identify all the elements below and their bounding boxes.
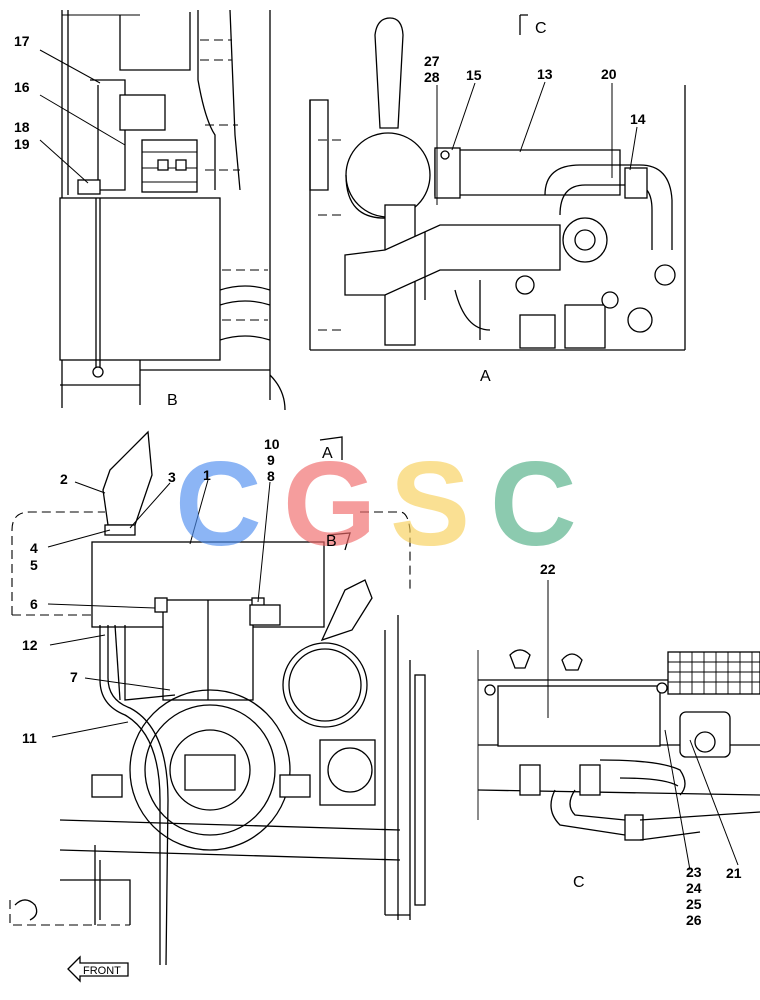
section-marker-a: A — [322, 445, 333, 462]
view-label-b: B — [167, 392, 178, 409]
view-label-a: A — [480, 368, 491, 385]
view-b-detail — [39, 9, 286, 411]
callout-16: 16 — [14, 79, 30, 95]
callout-4: 4 — [30, 540, 38, 556]
callout-17: 17 — [14, 33, 30, 49]
callout-14: 14 — [630, 111, 646, 127]
watermark-letter-3: S — [390, 437, 470, 571]
callout-21: 21 — [726, 865, 742, 881]
callout-23: 23 — [686, 864, 702, 880]
callout-10: 10 — [264, 436, 280, 452]
view-label-c: C — [573, 874, 585, 891]
callout-28: 28 — [424, 69, 440, 85]
callout-22: 22 — [540, 561, 556, 577]
callout-18: 18 — [14, 119, 30, 135]
callout-13: 13 — [537, 66, 553, 82]
section-marker-b: B — [326, 533, 337, 550]
callout-15: 15 — [466, 67, 482, 83]
front-direction-label: FRONT — [83, 965, 121, 977]
callout-7: 7 — [70, 669, 78, 685]
callout-1: 1 — [203, 467, 211, 483]
callout-9: 9 — [267, 452, 275, 468]
callout-8: 8 — [267, 468, 275, 484]
callout-24: 24 — [686, 880, 702, 896]
callout-3: 3 — [168, 469, 176, 485]
callout-6: 6 — [30, 596, 38, 612]
watermark-letter-2: G — [283, 437, 376, 571]
callout-19: 19 — [14, 136, 30, 152]
view-a-detail — [309, 14, 686, 351]
watermark: C G S C — [175, 437, 577, 571]
view-c-detail — [477, 580, 760, 871]
callout-20: 20 — [601, 66, 617, 82]
callout-2: 2 — [60, 471, 68, 487]
watermark-letter-1: C — [175, 437, 262, 571]
callout-labels: 17 16 18 19 27 28 15 13 20 14 10 9 8 2 3… — [14, 33, 742, 928]
callout-27: 27 — [424, 53, 440, 69]
main-assembly-view — [9, 430, 426, 983]
watermark-letter-4: C — [490, 437, 577, 571]
section-marker-c: C — [535, 20, 547, 37]
callout-12: 12 — [22, 637, 38, 653]
callout-11: 11 — [22, 730, 37, 746]
callout-26: 26 — [686, 912, 702, 928]
callout-5: 5 — [30, 557, 38, 573]
callout-25: 25 — [686, 896, 702, 912]
